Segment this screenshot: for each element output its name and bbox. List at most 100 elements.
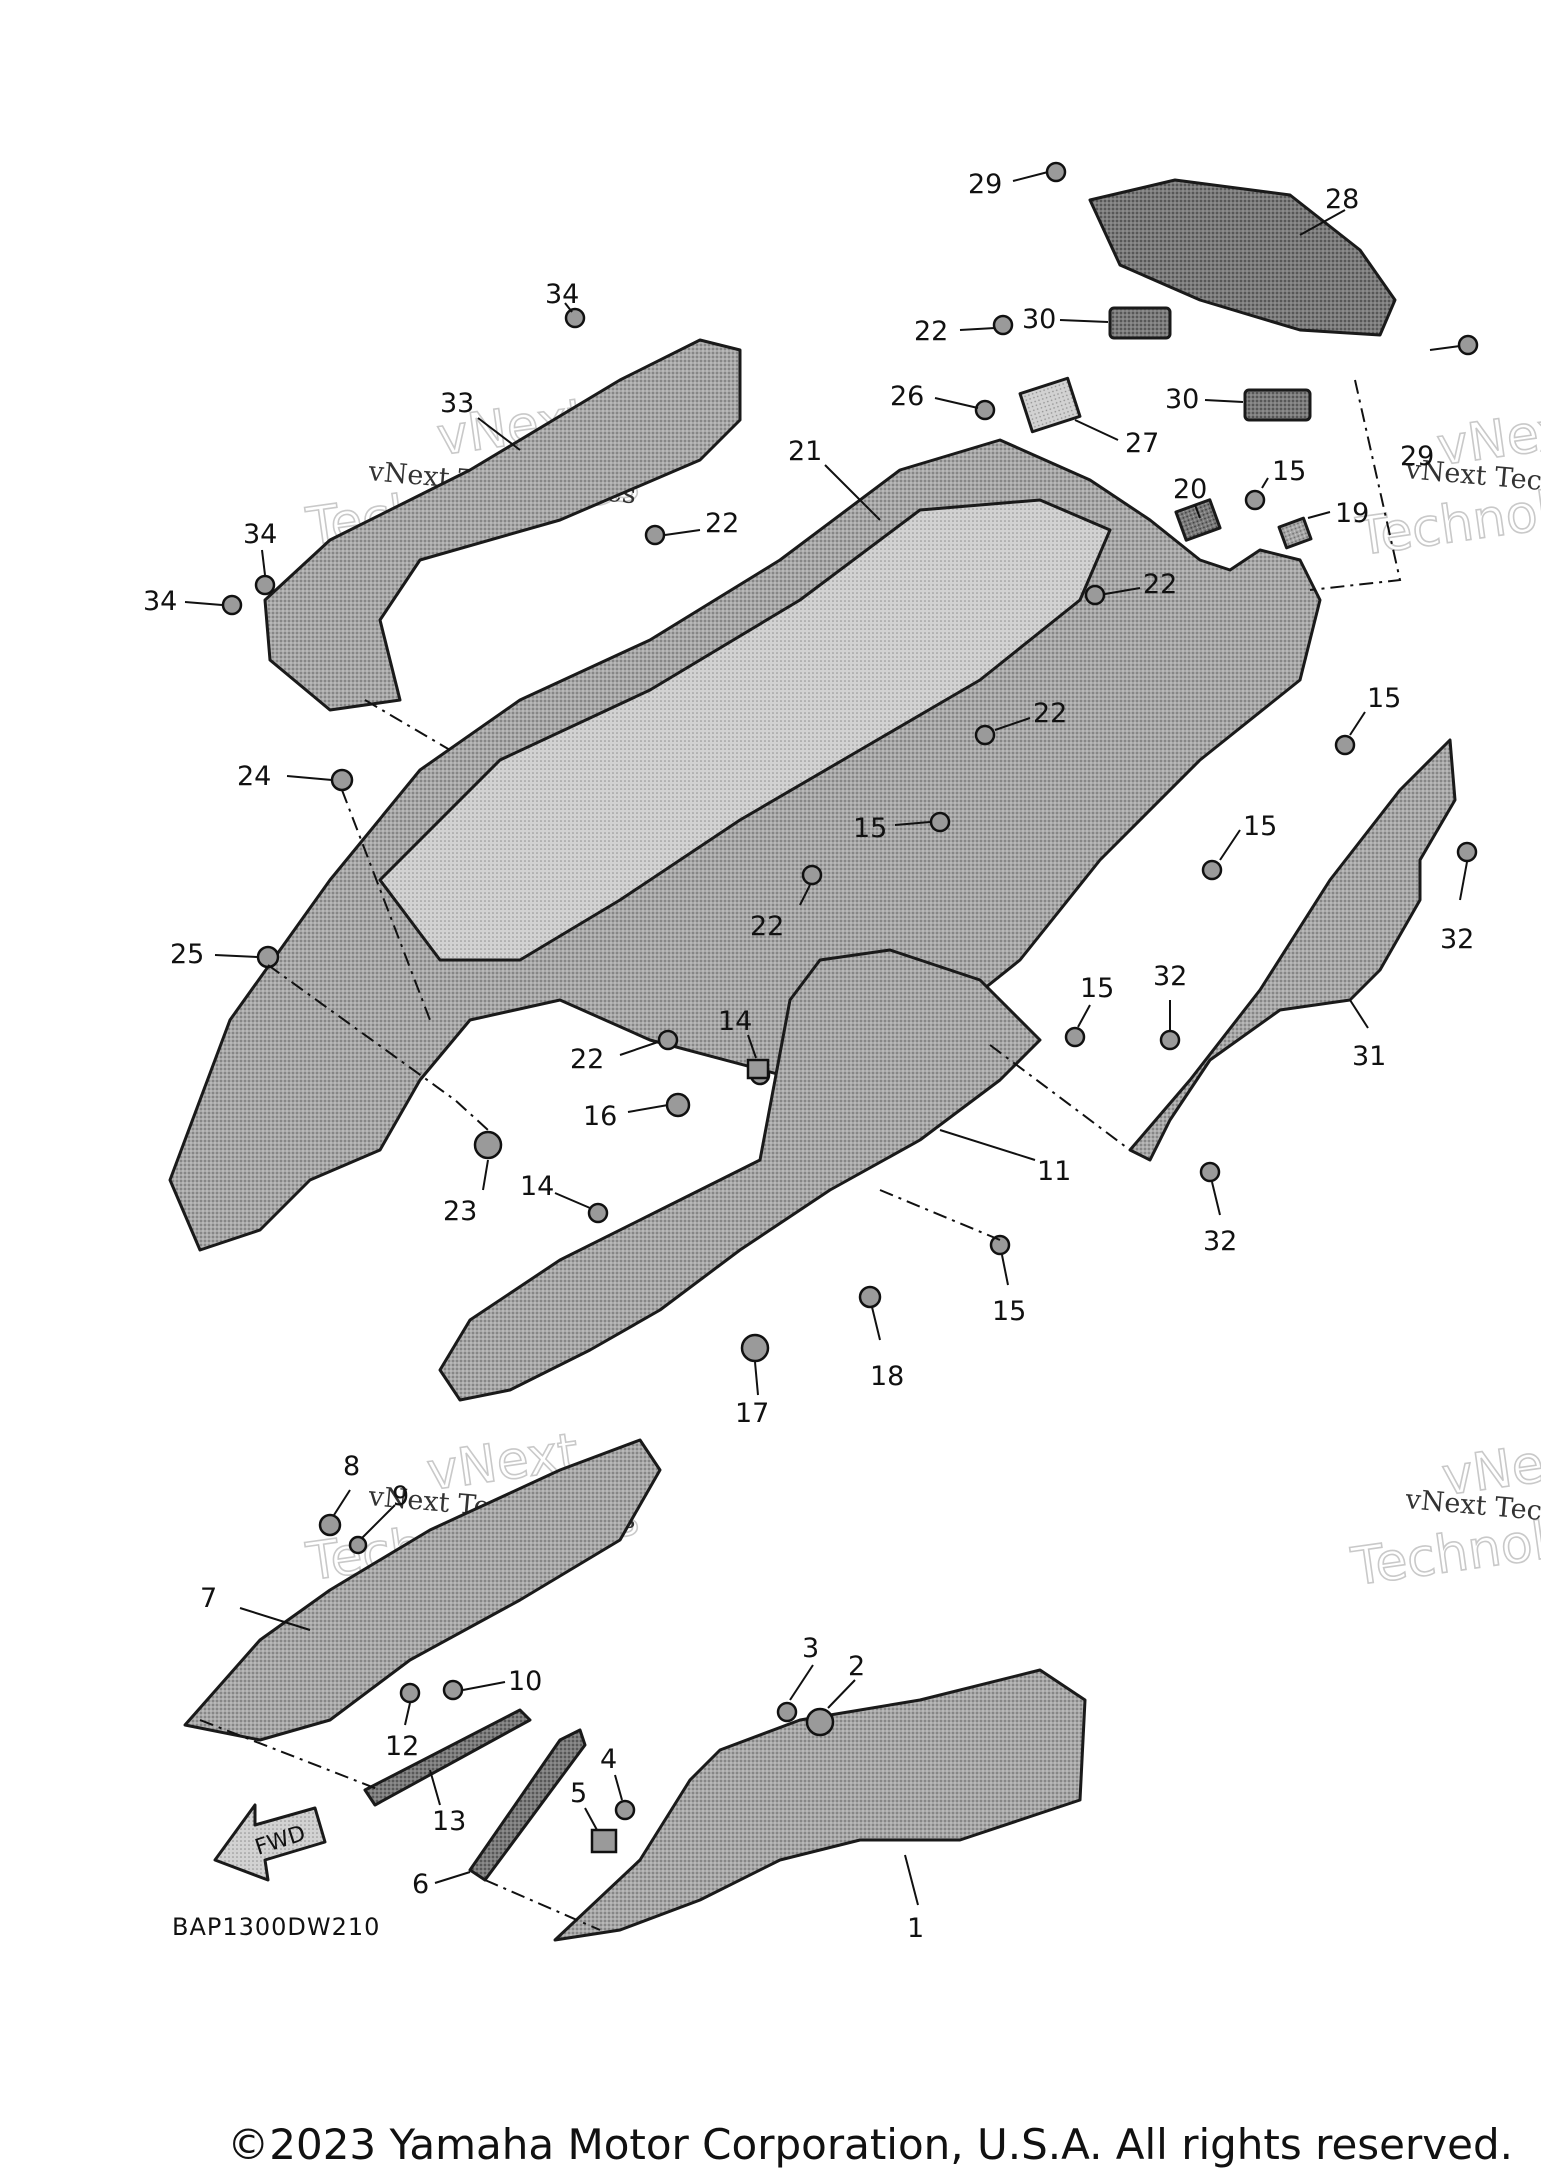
part-28-rear-cover [1088,178,1397,337]
leader-3 [789,1664,814,1701]
leader-34a [564,302,573,313]
fastener-22b [644,524,666,546]
fastener-4 [614,1799,636,1821]
assembly-line-15f [879,1189,1001,1241]
leader-19 [1307,511,1331,519]
leader-2 [827,1679,856,1709]
callout-7: 7 [200,1583,217,1614]
callout-4: 4 [600,1744,617,1775]
leader-34c [184,601,223,606]
callout-14: 14 [520,1171,554,1202]
fastener-14b [587,1202,609,1224]
leader-22c [1104,587,1141,595]
fastener-9 [348,1535,368,1555]
callout-17: 17 [735,1398,769,1429]
fastener-29b [1457,334,1479,356]
part-6-strip [468,1728,587,1882]
part-21-inner-panel [378,498,1112,962]
leader-7 [239,1607,311,1631]
fastener-15a [1244,489,1266,511]
leader-1 [904,1854,919,1906]
part-30-pad-upper [1108,306,1172,340]
fastener-14a-clip [746,1058,770,1080]
leader-14b [554,1192,591,1209]
callout-31: 31 [1352,1041,1386,1072]
callout-11: 12 [385,1731,419,1762]
drawing-code: BAP1300DW210 [172,1913,380,1941]
leader-29a [1012,171,1049,182]
callout-14: 14 [718,1006,752,1037]
leader-13 [939,1129,1036,1161]
callout-30: 30 [1022,304,1056,335]
part-1-lower-cowl [553,1668,1087,1942]
leader-15c [894,821,931,826]
fastener-32b [1159,1029,1181,1051]
callout-27: 27 [1125,428,1159,459]
callout-8: 8 [343,1451,360,1482]
fastener-34b [254,574,276,596]
callout-18: 18 [870,1361,904,1392]
assembly-line-23 [341,789,431,1021]
leader-34b [261,549,266,576]
callout-9: 9 [392,1481,409,1512]
leader-29b [1429,345,1461,351]
leader-15a [1261,477,1269,489]
fastener-23 [330,768,354,792]
callout-13: 11 [1037,1156,1071,1187]
leader-5 [584,1807,598,1831]
leader-18 [871,1306,881,1341]
fastener-22e [801,864,823,886]
callout-2: 2 [848,1651,865,1682]
leader-12 [429,1769,441,1806]
leader-33 [477,417,521,451]
fasteners [221,161,1479,1854]
fastener-18 [858,1285,882,1309]
fastener-16 [665,1092,691,1118]
leader-15b [1349,711,1366,736]
leader-32c [1211,1181,1221,1216]
leader-8 [333,1489,351,1516]
part-20-damper [1174,498,1222,542]
callout-15: 15 [1367,683,1401,714]
leader-27 [1074,419,1119,441]
leader-28 [1299,209,1346,236]
callout-33: 33 [440,388,474,419]
callout-22: 22 [570,1044,604,1075]
leader-32a [1459,861,1468,901]
fastener-15c [929,811,951,833]
callout-21: 21 [788,436,822,467]
part-31-side-panel [1128,738,1457,1162]
callout-25: 25 [170,939,204,970]
part-33-bracket [263,338,742,712]
fastener-24 [473,1130,503,1160]
callout-26: 26 [890,381,924,412]
leader-22d [994,717,1031,731]
part-21-main-cover [168,438,1322,1252]
callout-22: 22 [1143,569,1177,600]
callout-15: 15 [1080,973,1114,1004]
fastener-3 [776,1701,798,1723]
leader-15d [1219,829,1241,861]
fwd-arrow-shape [213,1803,327,1882]
leader-11 [404,1702,411,1726]
part-13-lower-panel [438,948,1042,1402]
callouts: 29 28 34 30 22 26 30 33 27 29 21 15 [143,169,1474,1944]
callout-20: 20 [1173,474,1207,505]
assembly-line-31 [989,1044,1131,1151]
leader-22b [664,529,701,536]
fastener-22f [657,1029,679,1051]
callout-34: 34 [545,279,579,310]
fastener-22c [1084,584,1106,606]
fastener-2 [805,1707,835,1737]
leader-10 [462,1681,506,1691]
fastener-8 [318,1513,342,1537]
assembly-line-12 [199,1719,381,1791]
callout-24: 23 [443,1196,477,1227]
fastener-26 [974,399,996,421]
callout-22: 22 [1033,698,1067,729]
callout-32: 32 [1203,1226,1237,1257]
fwd-arrow: FWD [213,1803,327,1882]
leader-15e [1077,1004,1091,1028]
leader-25 [214,954,259,958]
